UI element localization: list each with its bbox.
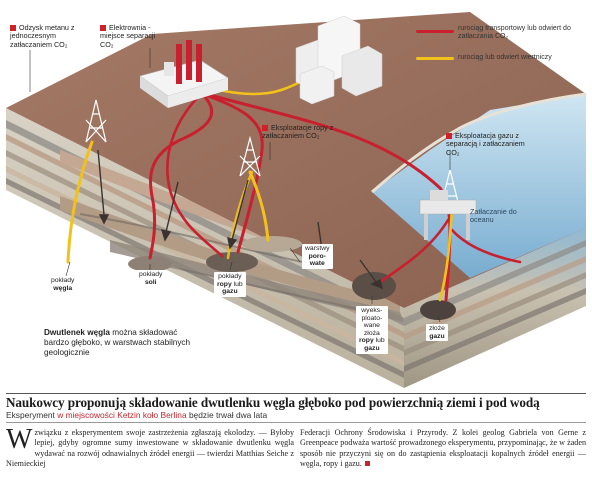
diagram-caption: Dwutlenek węgla można składować bardzo g… bbox=[44, 328, 191, 357]
top-rule bbox=[6, 393, 586, 394]
leader-lines bbox=[29, 48, 451, 323]
diagram-svg bbox=[6, 12, 587, 388]
legend-red-swatch bbox=[416, 30, 454, 33]
offshore-platform bbox=[419, 190, 477, 240]
power-plant bbox=[139, 40, 229, 108]
sub-rule bbox=[6, 422, 586, 423]
dropcap: W bbox=[6, 424, 33, 455]
label-ocean: Zatłaczanie do oceanu bbox=[470, 207, 517, 225]
label-gas: Eksploatacja gazu z separacją i zatłacza… bbox=[446, 131, 525, 157]
drilling-rigs bbox=[85, 99, 461, 211]
legend-yellow-label: rurociąg lub odwiert wiertniczy bbox=[458, 54, 552, 61]
legend-yellow-swatch bbox=[416, 57, 454, 60]
right-face-strata bbox=[404, 228, 586, 388]
end-mark-icon bbox=[364, 461, 370, 467]
label-powerplant: Elektrownia - miejsce separacji CO₂ bbox=[100, 23, 156, 49]
legend-red-label: rurociąg transportowy lub odwiert do zat… bbox=[458, 25, 571, 40]
article-column-2: Federacji Ochrony Środowiska i Przyrody.… bbox=[300, 428, 586, 469]
article-headline: Naukowcy proponują składowanie dwutlenku… bbox=[6, 395, 540, 410]
label-methane: Odzysk metanu z jednoczesnym zatłaczanie… bbox=[10, 23, 75, 49]
label-oil: Eksploatacje ropy z zatłaczaniem CO₂ bbox=[262, 123, 334, 141]
city-buildings bbox=[295, 15, 383, 105]
shoreline bbox=[371, 92, 587, 194]
article-subheadline: Eksperyment w miejscowości Ketzin koło B… bbox=[6, 410, 268, 420]
